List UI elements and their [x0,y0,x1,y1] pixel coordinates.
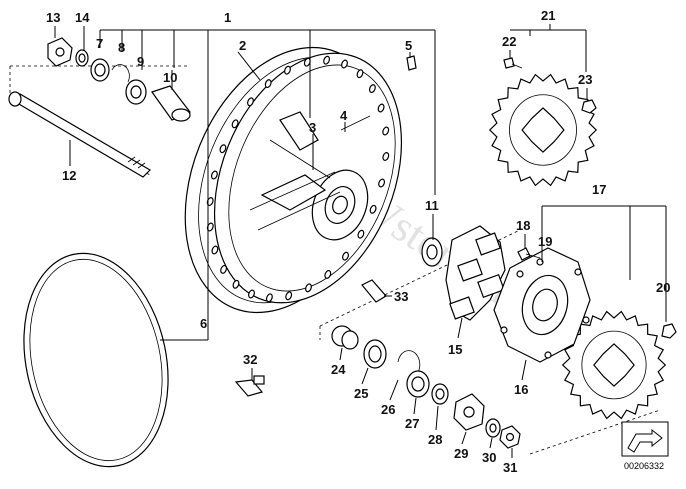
callout-22: 22 [502,34,516,49]
plate-29 [453,393,485,431]
bearing-9 [125,79,147,105]
reference-badge [621,421,669,457]
bearing-25 [363,339,387,369]
rim-hole [285,291,293,301]
rim-hole [284,65,291,75]
rim-hole [382,152,390,161]
ring-14 [75,49,89,67]
arrow-icon [627,428,663,453]
callout-11: 11 [425,198,439,213]
circlip-8 [111,64,130,83]
screw-5 [406,55,417,71]
callout-16: 16 [514,382,528,397]
rear-sprocket-upper-hub-cutout [521,107,565,153]
rear-sprocket-lower-inner-ring [581,330,647,400]
callout-24: 24 [331,362,346,377]
callout-18: 18 [516,218,530,233]
ring-28 [431,383,449,405]
bolt-18 [517,247,541,261]
callout-6: 6 [200,316,207,331]
callout-20: 20 [656,280,670,295]
callout-23: 23 [578,72,592,87]
rim-hole [265,293,273,303]
assembly-frame-hub [319,229,661,455]
callout-19: 19 [538,234,552,249]
bearing-11 [421,237,443,267]
rim-hole [341,59,348,69]
callout-32: 32 [243,352,257,367]
callout-5: 5 [405,38,412,53]
washer-30 [485,418,501,438]
rim-hole [305,283,312,293]
callout-2: 2 [239,38,246,53]
callout-3: 3 [309,120,316,135]
callout-26: 26 [381,402,395,417]
callout-10: 10 [163,70,177,85]
rim-hole [211,245,219,255]
rear-sprocket-upper-inner-ring [509,94,577,166]
rim-hole [369,204,377,214]
rim-hole [219,144,227,154]
rim-hole [247,97,254,107]
callout-29: 29 [454,446,468,461]
callout-13: 13 [46,10,60,25]
damper-set-15 [445,225,506,321]
callout-14: 14 [75,10,90,25]
rear-wheel-rim [184,46,403,314]
callout-labels: 1 2 3 4 5 6 7 8 9 10 11 12 13 14 15 16 1… [46,8,670,475]
spacer-33 [361,279,387,303]
rim-hole [210,170,218,180]
callout-33: 33 [394,289,408,304]
axle-part [8,91,151,178]
rim-hole [264,79,272,89]
callout-17: 17 [592,182,606,197]
rim-hole [382,126,390,136]
bolt-22 [503,57,523,69]
rim-hole [378,178,386,188]
drawing-number: 00206332 [624,461,664,471]
callout-4: 4 [340,108,348,123]
sleeve-24 [331,325,359,350]
rim-hole [232,279,240,289]
callout-27: 27 [405,416,419,431]
ring-27 [406,370,430,398]
callout-1: 1 [224,10,231,25]
nut-20 [661,323,677,339]
ring-7 [90,58,110,82]
rim-hole [377,103,385,113]
callout-28: 28 [428,432,442,447]
spacer-10 [151,85,191,122]
rim-hole [231,119,239,129]
rim-hole [368,84,376,94]
rim-hole [357,229,365,239]
rim-hole [323,55,331,65]
rim-hole [342,251,349,261]
callout-25: 25 [354,386,368,401]
leader-lines [54,24,667,458]
callout-12: 12 [62,168,76,183]
callout-15: 15 [448,342,462,357]
callout-31: 31 [503,460,517,475]
valve-stem-4 [340,115,371,131]
rear-sprocket-lower-hub-cutout [593,343,635,387]
sprocket-carrier-16 [493,247,591,363]
rim-hole [248,289,255,299]
rim-band [23,252,169,468]
rim-hole [220,264,228,274]
rim-hole [356,69,364,79]
valve-32 [234,375,265,397]
rear-sprocket-lower [561,310,667,420]
callout-9: 9 [137,54,144,69]
rim-hole [324,269,332,279]
callout-21: 21 [541,8,555,23]
callout-30: 30 [482,450,496,465]
nut-31 [499,425,521,449]
nut-23 [581,99,597,114]
rear-sprocket-upper [488,73,598,187]
callout-8: 8 [118,40,125,55]
plate-13 [47,37,73,67]
callout-7: 7 [96,36,103,51]
